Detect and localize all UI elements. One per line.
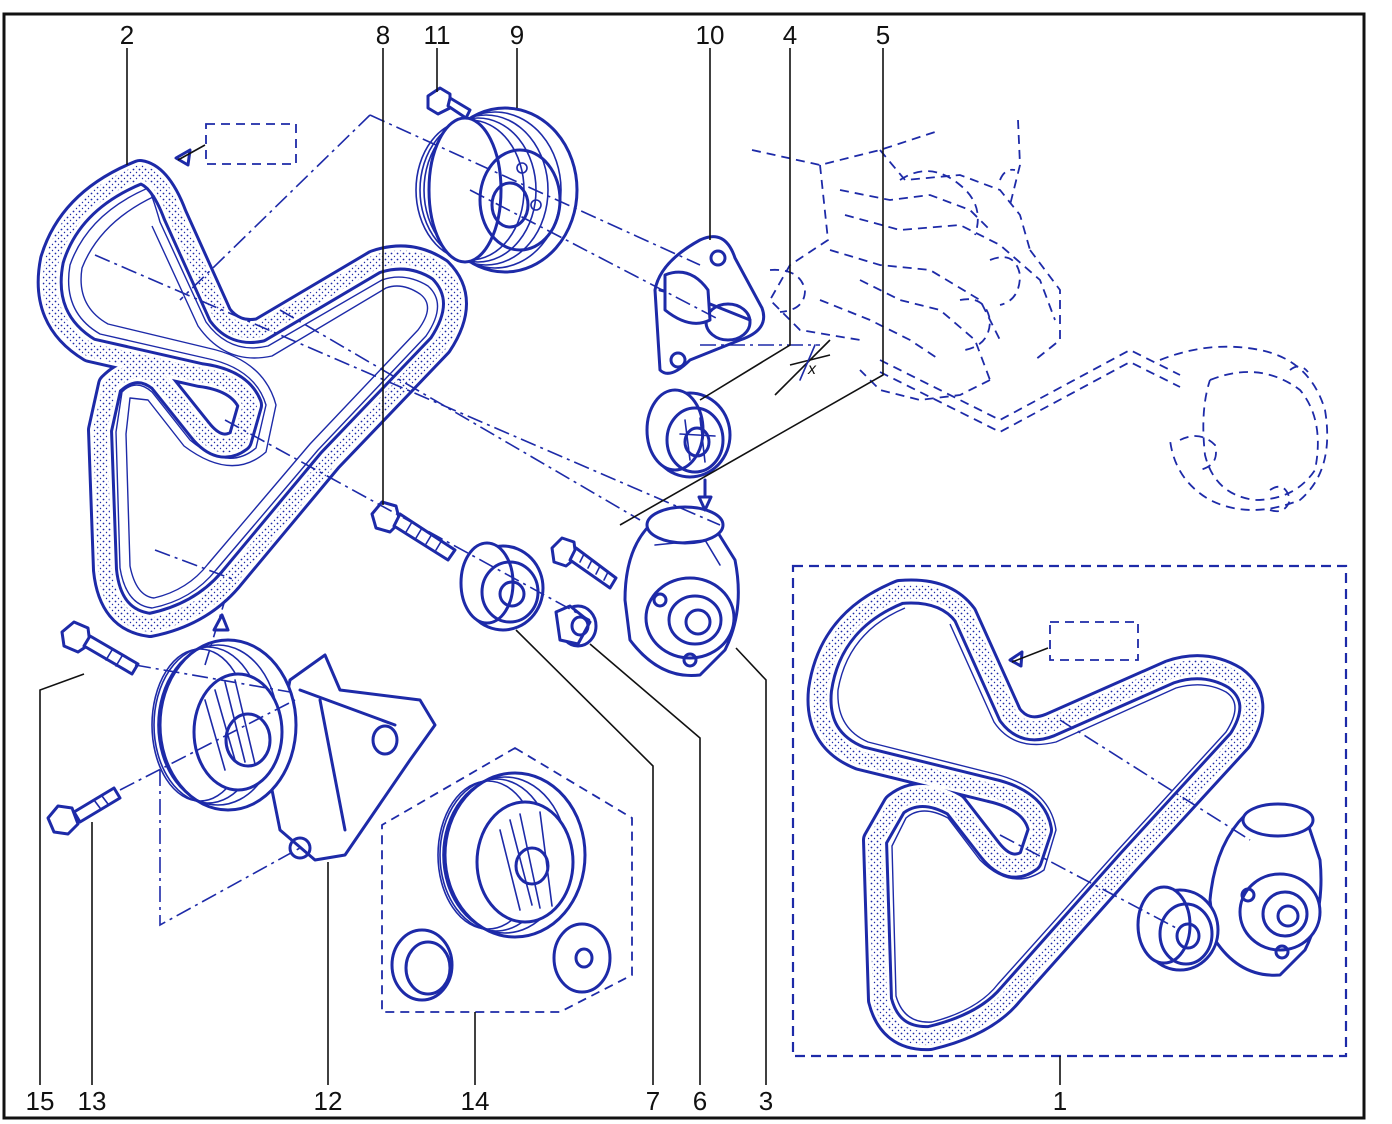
callout-5: 5 (876, 20, 890, 50)
idler-roller-4 (645, 388, 732, 479)
callout-14: 14 (461, 1086, 490, 1116)
dimension-x: x (774, 339, 831, 396)
callout-4: 4 (783, 20, 797, 50)
dimension-x-label: x (807, 361, 817, 378)
leader-lines (39, 48, 1061, 1085)
assembly-axis-lines (94, 114, 1251, 931)
tensioner-3 (623, 505, 740, 678)
diagram-frame (2, 12, 1366, 1120)
callout-15: 15 (26, 1086, 55, 1116)
tensioner-pulley-12 (151, 638, 298, 812)
callout-1: 1 (1053, 1086, 1067, 1116)
callout-6: 6 (693, 1086, 707, 1116)
pulley-9 (415, 106, 579, 274)
bolt-15 (60, 620, 140, 676)
belt-2 (36, 159, 468, 638)
callout-12: 12 (314, 1086, 343, 1116)
callout-11: 11 (424, 20, 451, 50)
kit-1-tensioner (1208, 802, 1323, 977)
bracket-12 (268, 653, 437, 862)
callout-9: 9 (510, 20, 524, 50)
reference-box-top (205, 123, 297, 165)
callout-3: 3 (759, 1086, 773, 1116)
spacer-6 (554, 604, 598, 648)
callout-7: 7 (646, 1086, 660, 1116)
pulley-kit-14 (381, 746, 633, 1013)
callout-10: 10 (696, 20, 725, 50)
callout-13: 13 (78, 1086, 107, 1116)
callout-labels: 2 8 11 9 10 4 5 15 13 12 14 7 6 3 1 (26, 20, 1068, 1116)
bolt-11 (426, 86, 472, 120)
callout-2: 2 (120, 20, 134, 50)
kit-1-box (791, 564, 1348, 1058)
bolt-13 (46, 786, 122, 836)
idler-bracket-10 (653, 235, 766, 375)
engine-block-outline (751, 119, 1061, 401)
bolt-5 (550, 536, 618, 590)
bolt-8 (370, 500, 457, 562)
belt-1 (806, 578, 1265, 1052)
kit-1-roller (1136, 885, 1220, 972)
vacuum-pump-outline (879, 345, 1329, 513)
callout-8: 8 (376, 20, 390, 50)
idler-roller-7 (459, 541, 545, 632)
